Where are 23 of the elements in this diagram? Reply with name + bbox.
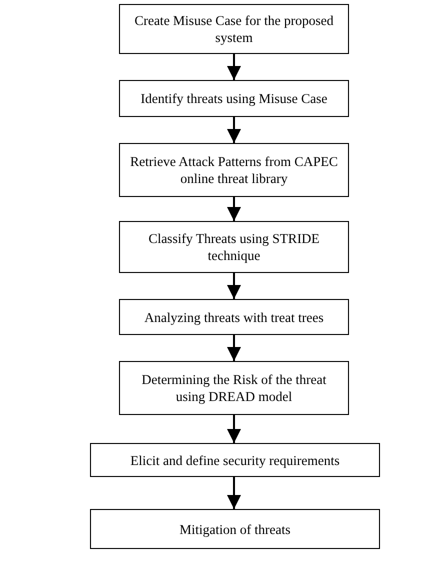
step-text: Create Misuse Case for the proposed system (133, 12, 335, 46)
process-box (119, 361, 349, 415)
process-box (90, 443, 380, 477)
step-text: Analyzing threats with treat trees (144, 308, 324, 326)
arrow (227, 273, 241, 299)
process-box (90, 509, 380, 549)
arrow (227, 54, 241, 80)
arrow (227, 197, 241, 221)
arrow (227, 117, 241, 143)
step-text: Elicit and define security requirements (130, 452, 340, 468)
arrow (227, 415, 241, 443)
process-box (119, 299, 349, 335)
process-box (119, 80, 349, 117)
process-box (119, 221, 349, 273)
step-text: Retrieve Attack Patterns from CAPEC online threat library (130, 153, 338, 187)
step-text: Classify Threats using STRIDE technique (147, 230, 321, 264)
process-box (119, 143, 349, 197)
arrow (227, 477, 241, 509)
process-box (119, 4, 349, 54)
step-text: Identify threats using Misuse Case (140, 90, 328, 107)
arrow (227, 335, 241, 361)
step-text: Mitigation of threats (180, 520, 290, 538)
step-text: Determining the Risk of the threat using DREAD model (140, 371, 328, 405)
